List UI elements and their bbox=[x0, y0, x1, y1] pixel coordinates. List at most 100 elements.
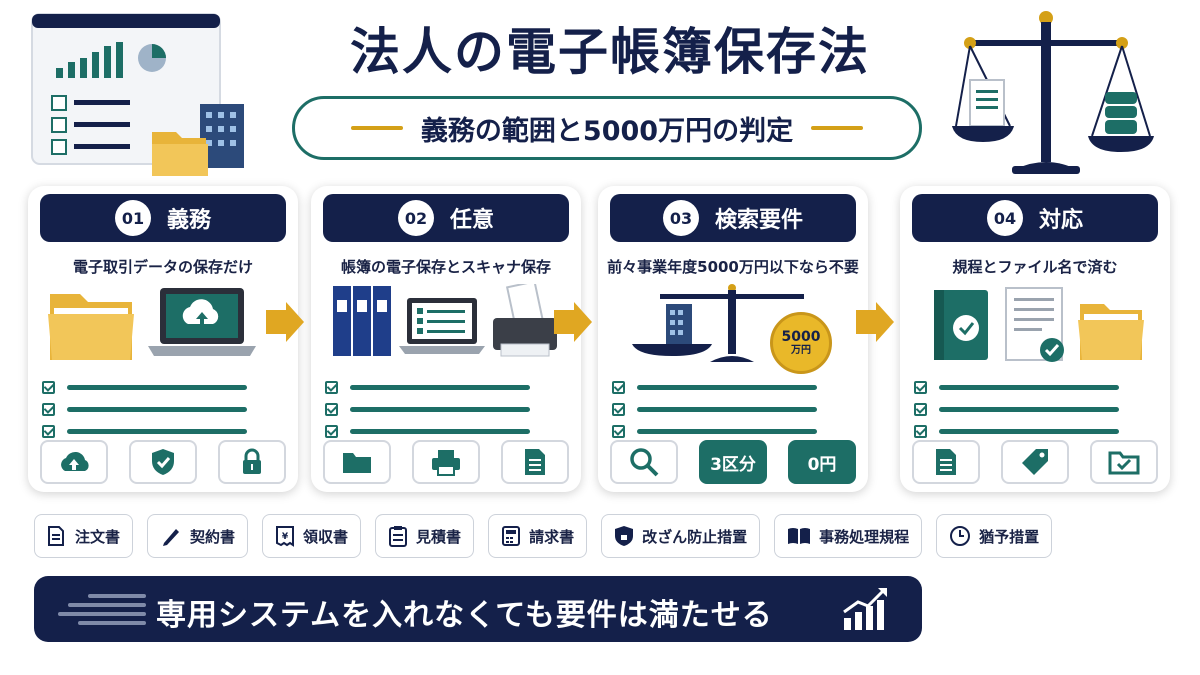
chip-office-rules[interactable]: 事務処理規程 bbox=[774, 514, 923, 558]
chip-label: 見積書 bbox=[416, 527, 462, 546]
lock-button[interactable] bbox=[218, 440, 286, 484]
shield-check-button[interactable] bbox=[129, 440, 197, 484]
checklist bbox=[612, 376, 852, 442]
chip-label: 請求書 bbox=[529, 527, 575, 546]
clock-icon bbox=[950, 526, 971, 546]
chip-label: 注文書 bbox=[75, 527, 121, 546]
chip-label: 猶予措置 bbox=[979, 527, 1040, 546]
checklist-line bbox=[67, 384, 247, 390]
chip-invoice[interactable]: 請求書 bbox=[488, 514, 588, 558]
card-response: 04 対応 規程とファイル名で済む bbox=[900, 186, 1170, 492]
subtitle-text: 義務の範囲と5000万円の判定 bbox=[420, 115, 794, 147]
checklist-line bbox=[350, 384, 530, 390]
binders-laptop-printer-illustration-icon bbox=[333, 284, 557, 357]
checkbox-icon bbox=[612, 402, 625, 416]
card-number: 01 bbox=[114, 200, 151, 236]
folder-laptop-illustration-icon bbox=[48, 288, 256, 360]
card-heading: 義務 bbox=[166, 208, 211, 233]
subtitle-rule-left bbox=[350, 126, 403, 130]
printer-icon bbox=[432, 450, 460, 476]
checkbox-icon bbox=[325, 380, 338, 394]
checkbox-icon bbox=[612, 380, 625, 394]
card-heading: 対応 bbox=[1038, 208, 1083, 233]
checklist-line bbox=[67, 428, 247, 434]
card-actions: 3区分 0円 bbox=[610, 440, 856, 484]
balance-scale-icon bbox=[952, 11, 1154, 174]
binder-document-folder-illustration-icon bbox=[934, 287, 1144, 362]
checklist-line bbox=[637, 406, 817, 412]
receipt-icon: ¥ bbox=[276, 526, 295, 547]
checklist bbox=[42, 376, 282, 442]
checklist-line bbox=[939, 384, 1119, 390]
chip-receipt[interactable]: ¥ 領収書 bbox=[262, 514, 362, 558]
checklist-line bbox=[637, 384, 817, 390]
checkbox-icon bbox=[325, 402, 338, 416]
card-obligation: 01 義務 電子取引データの保存だけ bbox=[28, 186, 298, 492]
checklist bbox=[325, 376, 565, 442]
checkbox-icon bbox=[42, 424, 55, 438]
checkbox-icon bbox=[42, 402, 55, 416]
card-number: 04 bbox=[986, 200, 1023, 236]
chip-order-form[interactable]: 注文書 bbox=[34, 514, 134, 558]
tag-button[interactable] bbox=[1001, 440, 1069, 484]
pen-icon bbox=[163, 529, 180, 546]
coin-value: 5000 bbox=[781, 328, 821, 345]
document-button[interactable] bbox=[912, 440, 980, 484]
search-button[interactable] bbox=[610, 440, 678, 484]
book-icon bbox=[788, 528, 811, 544]
card-number: 03 bbox=[662, 200, 699, 236]
folder-button[interactable] bbox=[323, 440, 391, 484]
checklist bbox=[914, 376, 1154, 442]
checklist-line bbox=[350, 428, 530, 434]
checkbox-icon bbox=[612, 424, 625, 438]
card-description: 電子取引データの保存だけ bbox=[72, 258, 253, 276]
page-title: 法人の電子帳簿保存法 bbox=[350, 23, 870, 81]
checklist-line bbox=[939, 428, 1119, 434]
card-actions bbox=[323, 440, 569, 484]
card-heading: 検索要件 bbox=[714, 208, 803, 233]
checkbox-icon bbox=[914, 402, 927, 416]
checkbox-icon bbox=[42, 380, 55, 394]
chip-tamper-prevention[interactable]: 改ざん防止措置 bbox=[601, 514, 761, 558]
checkbox-icon bbox=[914, 380, 927, 394]
folder-check-icon bbox=[1108, 451, 1140, 475]
card-optional: 02 任意 帳簿の電子保存とスキャナ保存 bbox=[311, 186, 581, 492]
printer-button[interactable] bbox=[412, 440, 480, 484]
shield-lock-icon bbox=[615, 526, 634, 546]
coin-unit: 万円 bbox=[791, 344, 811, 356]
arrow-right-icon bbox=[856, 302, 894, 342]
subtitle-pill: 義務の範囲と5000万円の判定 bbox=[292, 96, 922, 160]
folder-check-button[interactable] bbox=[1090, 440, 1158, 484]
chip-label: 改ざん防止措置 bbox=[642, 527, 748, 546]
chip-label: 領収書 bbox=[303, 527, 349, 546]
card-header: 01 義務 bbox=[40, 194, 286, 242]
chip-contract[interactable]: 契約書 bbox=[147, 514, 249, 558]
chip-grace-measure[interactable]: 猶予措置 bbox=[936, 514, 1053, 558]
search-icon bbox=[630, 448, 659, 477]
clipboard-icon bbox=[389, 526, 408, 547]
checklist-line bbox=[939, 406, 1119, 412]
chip-estimate[interactable]: 見積書 bbox=[375, 514, 475, 558]
speed-lines-icon bbox=[58, 594, 146, 625]
calculator-icon bbox=[502, 526, 521, 546]
growth-chart-icon bbox=[843, 588, 887, 630]
subtitle-rule-right bbox=[811, 126, 864, 130]
checklist-line bbox=[637, 428, 817, 434]
card-header: 02 任意 bbox=[323, 194, 569, 242]
tag-icon bbox=[1022, 449, 1048, 475]
coin-icon: 5000 万円 bbox=[770, 312, 832, 374]
card-header: 04 対応 bbox=[912, 194, 1158, 242]
three-categories-button[interactable]: 3区分 bbox=[699, 440, 767, 484]
document-icon bbox=[936, 449, 956, 475]
checklist-line bbox=[350, 406, 530, 412]
card-actions bbox=[40, 440, 286, 484]
arrow-right-icon bbox=[266, 302, 304, 342]
svg-text:¥: ¥ bbox=[282, 532, 289, 542]
zero-yen-button[interactable]: 0円 bbox=[788, 440, 856, 484]
folder-icon bbox=[343, 453, 371, 473]
card-header: 03 検索要件 bbox=[610, 194, 856, 242]
upload-cloud-button[interactable] bbox=[40, 440, 108, 484]
card-number: 02 bbox=[397, 200, 434, 236]
document-button[interactable] bbox=[501, 440, 569, 484]
chip-label: 契約書 bbox=[190, 527, 236, 546]
